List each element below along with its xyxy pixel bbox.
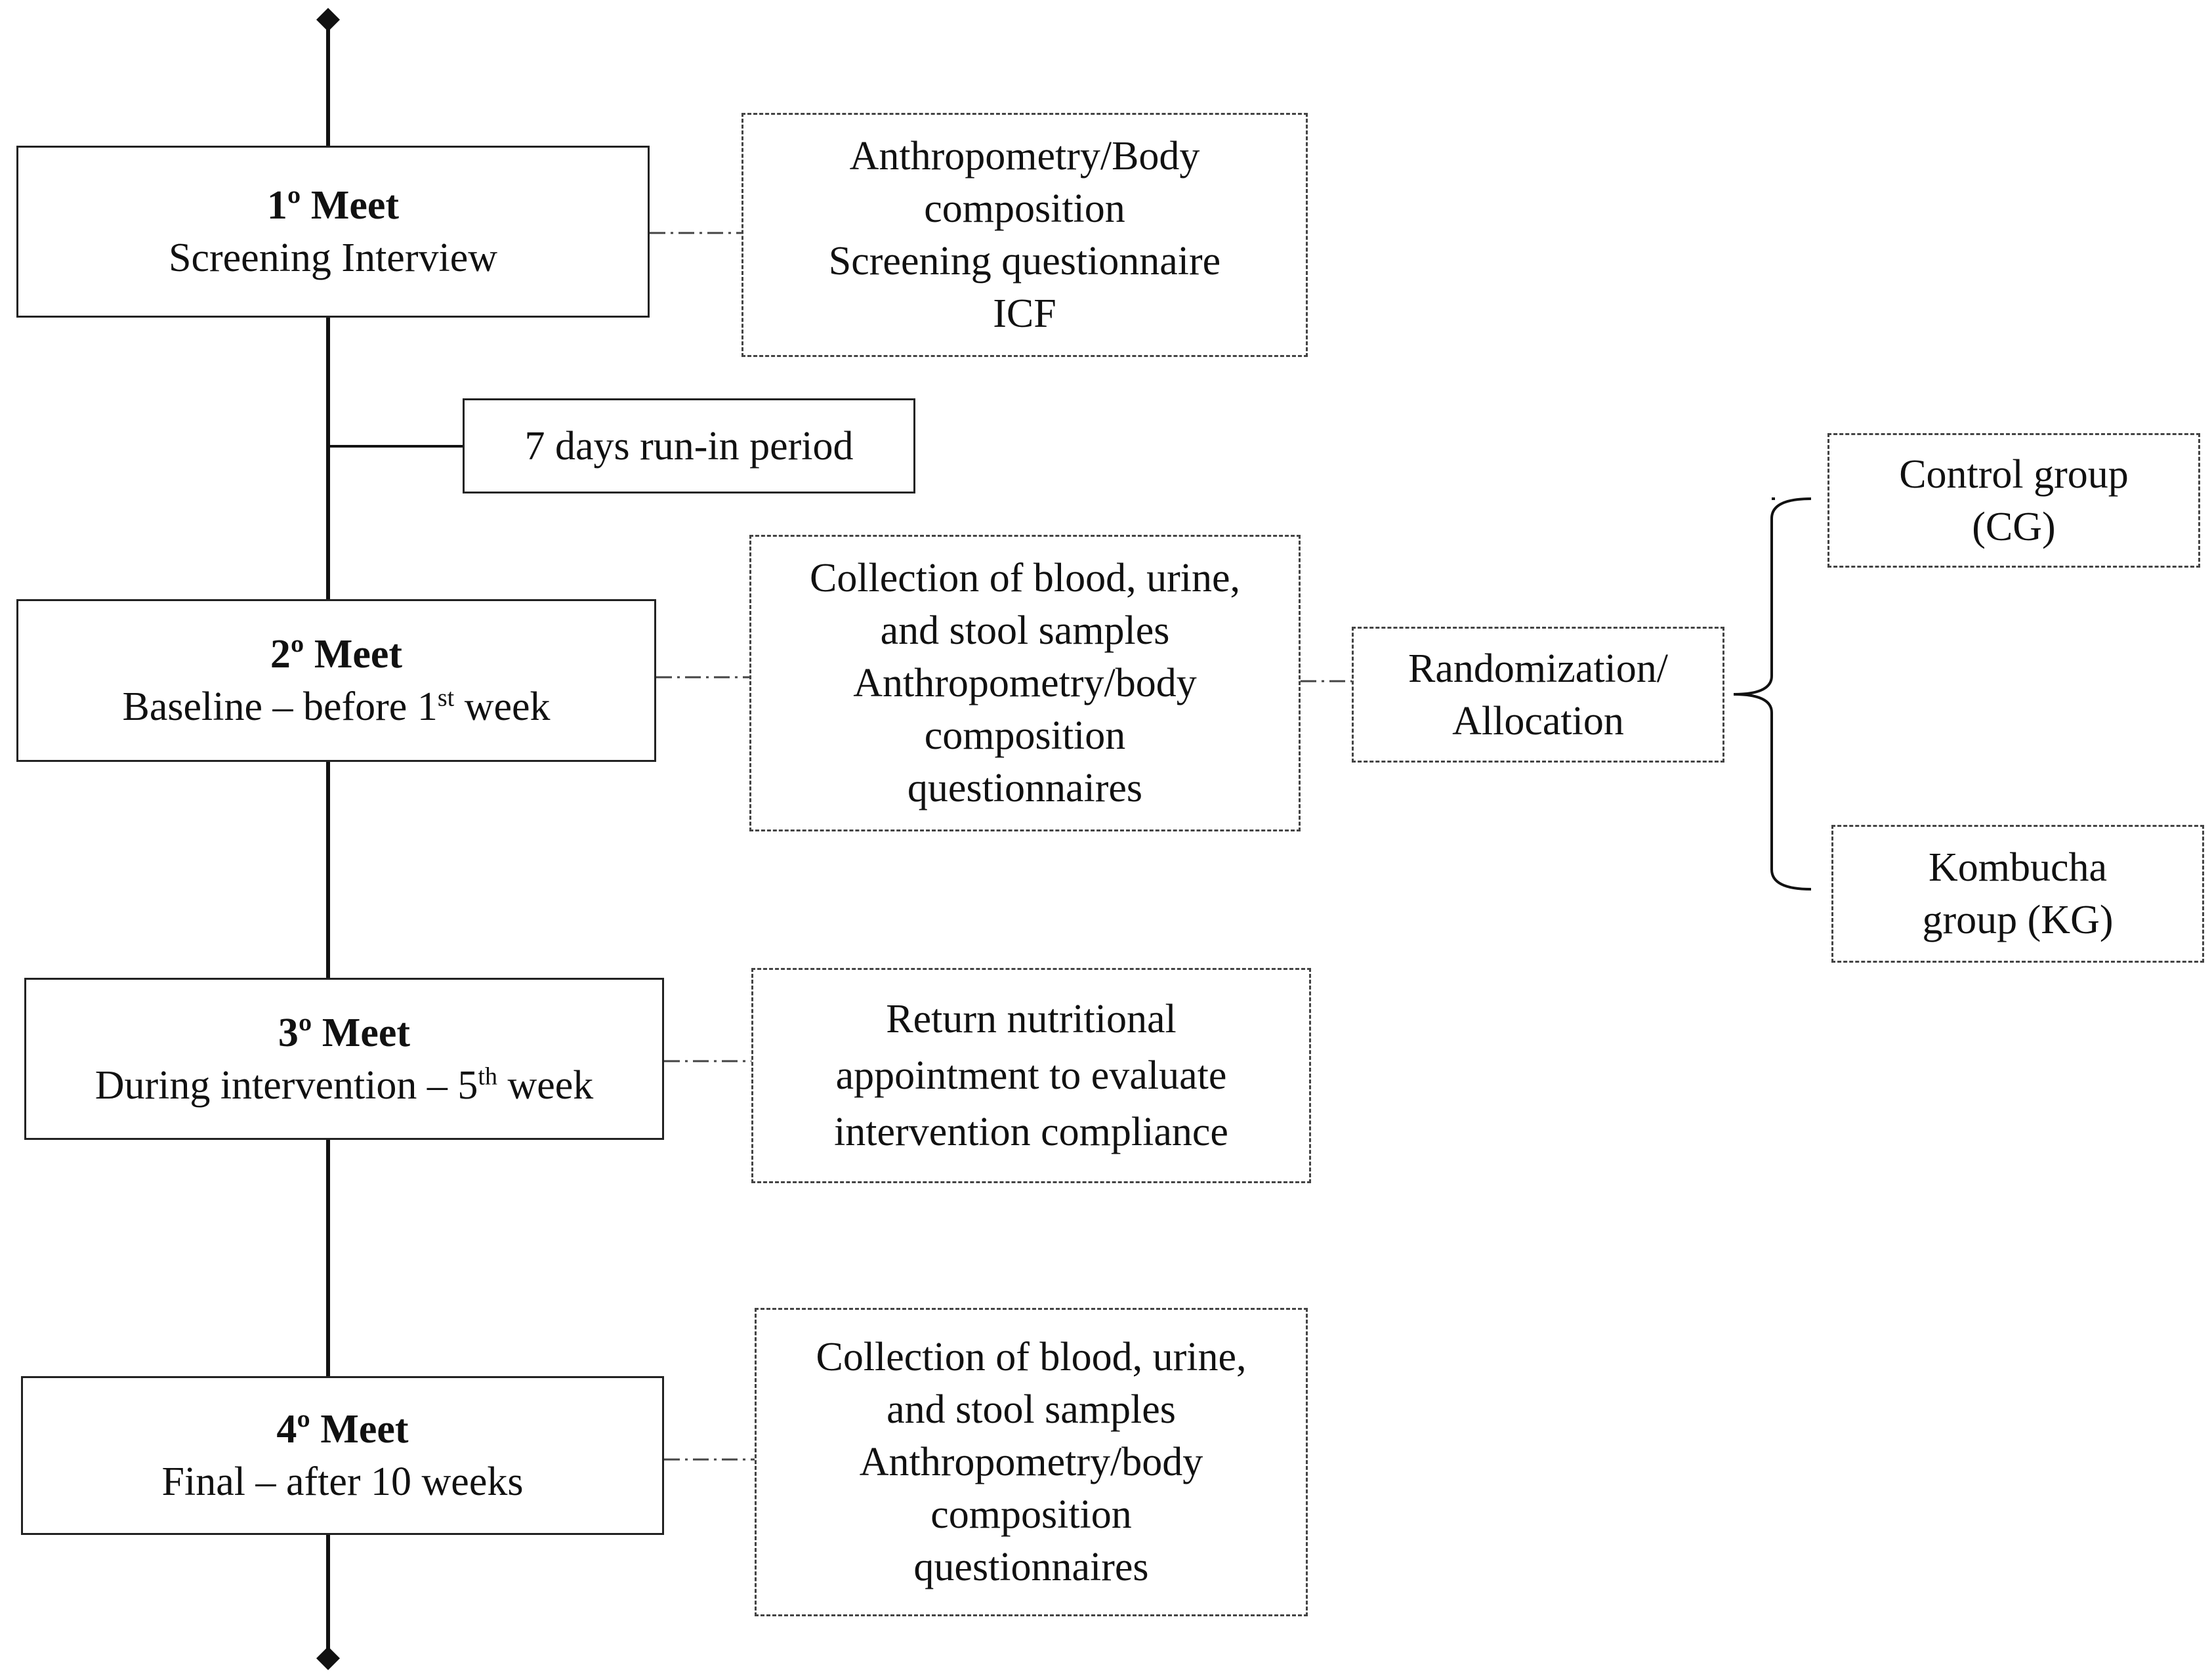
control-group-box: Control group (CG) xyxy=(1827,433,2200,568)
run-in-box: 7 days run-in period xyxy=(463,398,915,493)
detail-line: Collection of blood, urine, xyxy=(816,1335,1247,1379)
detail-line: and stool samples xyxy=(887,1387,1176,1432)
detail-line: Anthropometry/body xyxy=(853,661,1197,705)
detail-line: questionnaires xyxy=(913,1545,1149,1589)
meet-2-subtitle: Baseline – before 1st week xyxy=(122,684,551,729)
meet-1-subtitle: Screening Interview xyxy=(169,236,497,280)
meet-4-details: Collection of blood, urine, and stool sa… xyxy=(755,1308,1308,1616)
meet-3-details: Return nutritional appointment to evalua… xyxy=(751,968,1311,1183)
timeline-start-diamond xyxy=(316,8,340,31)
meet-1-title: 1º Meet xyxy=(266,183,400,228)
run-in-label: 7 days run-in period xyxy=(524,423,854,469)
detail-line: appointment to evaluate xyxy=(835,1053,1227,1098)
kombucha-group-line: group (KG) xyxy=(1922,898,2114,942)
meet-4-subtitle: Final – after 10 weeks xyxy=(161,1459,524,1504)
meet-1-box: 1º Meet Screening Interview xyxy=(16,146,650,318)
detail-line: composition xyxy=(924,186,1125,231)
meet-2-details: Collection of blood, urine, and stool sa… xyxy=(749,535,1301,831)
randomization-box: Randomization/ Allocation xyxy=(1352,627,1724,763)
detail-line: Return nutritional xyxy=(886,997,1177,1041)
meet-3-box: 3º Meet During intervention – 5th week xyxy=(24,978,664,1140)
meet-3-subtitle: During intervention – 5th week xyxy=(94,1062,594,1108)
detail-line: composition xyxy=(930,1492,1132,1537)
group-brace xyxy=(1733,497,1812,891)
kombucha-group-box: Kombucha group (KG) xyxy=(1831,825,2204,963)
control-group-line: (CG) xyxy=(1972,504,2056,549)
detail-line: and stool samples xyxy=(880,608,1170,653)
meet-4-box: 4º Meet Final – after 10 weeks xyxy=(21,1376,664,1535)
detail-line: composition xyxy=(924,713,1126,758)
detail-line: Anthropometry/Body xyxy=(849,134,1200,178)
meet-2-title: 2º Meet xyxy=(270,632,403,677)
detail-line: intervention compliance xyxy=(834,1110,1228,1154)
detail-line: Anthropometry/body xyxy=(859,1440,1203,1484)
randomization-line: Allocation xyxy=(1452,698,1624,744)
detail-line: Screening questionnaire xyxy=(828,239,1221,283)
kombucha-group-line: Kombucha xyxy=(1928,845,2108,890)
randomization-line: Randomization/ xyxy=(1408,646,1669,691)
meet-1-details: Anthropometry/Body composition Screening… xyxy=(741,113,1308,357)
detail-line: ICF xyxy=(993,291,1056,336)
detail-line: Collection of blood, urine, xyxy=(809,556,1241,600)
timeline-end-diamond xyxy=(316,1647,340,1670)
meet-2-box: 2º Meet Baseline – before 1st week xyxy=(16,599,656,762)
meet-3-title: 3º Meet xyxy=(278,1010,411,1055)
detail-line: questionnaires xyxy=(907,766,1143,810)
meet-4-title: 4º Meet xyxy=(276,1407,409,1452)
control-group-line: Control group xyxy=(1899,451,2129,497)
